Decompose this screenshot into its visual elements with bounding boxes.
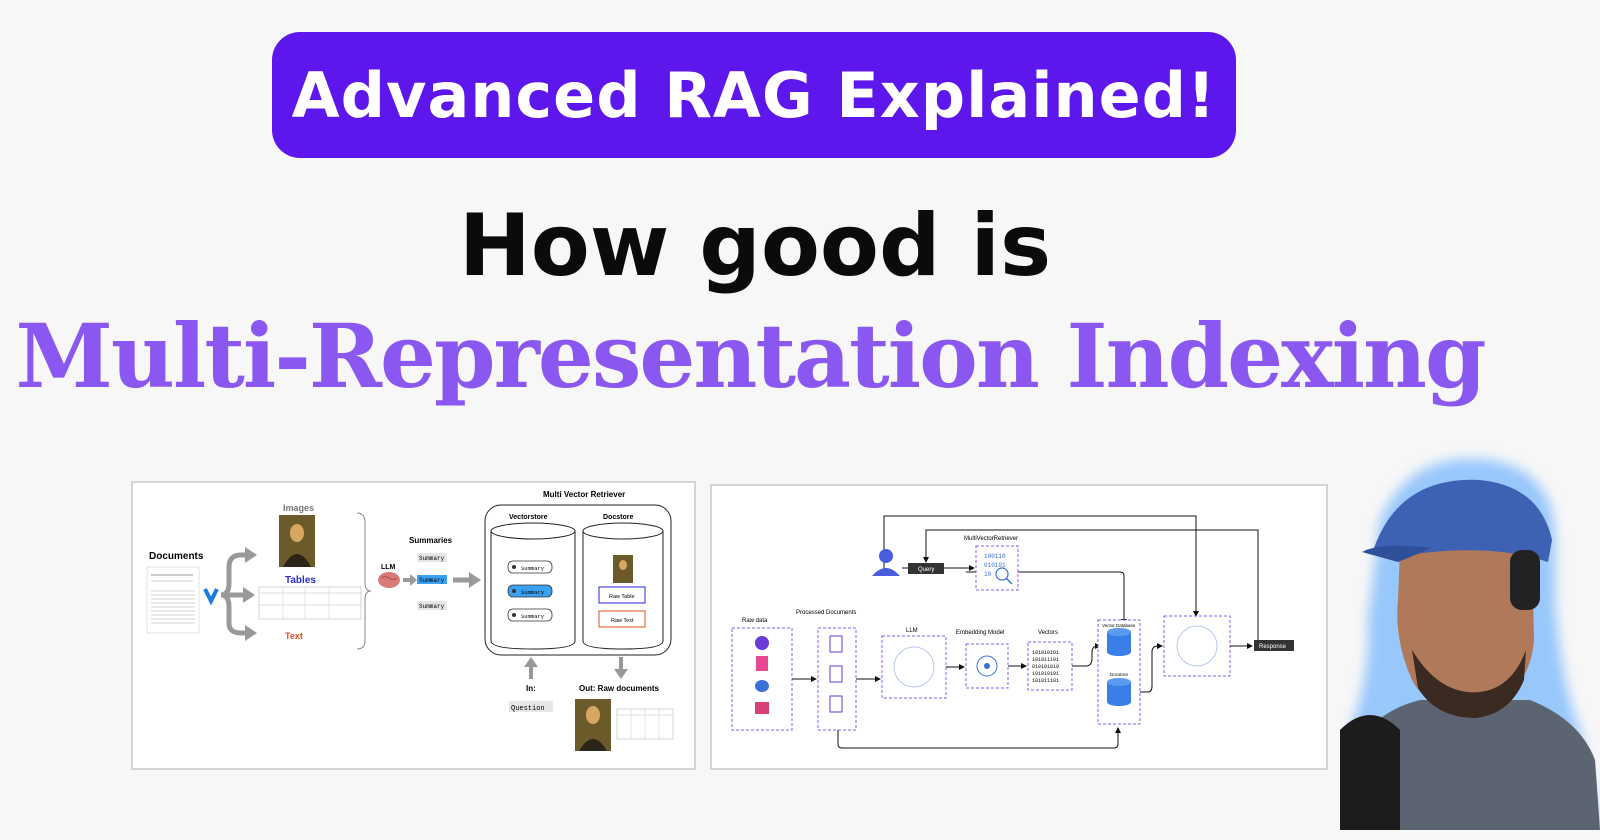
- database-icon: [755, 680, 769, 692]
- vector-database-icon: [1107, 628, 1131, 656]
- svg-text:101011101: 101011101: [1032, 657, 1059, 663]
- svg-text:Raw Table: Raw Table: [609, 594, 635, 600]
- llm-icon: [893, 646, 935, 688]
- right-diagram-canvas: Query MultiVectorRetriever 100110 010101…: [731, 515, 1294, 749]
- microphone: [1340, 715, 1400, 830]
- svg-text:101010101: 101010101: [1032, 671, 1059, 677]
- table-thumbnail: [258, 586, 362, 620]
- raw-table-box: [598, 586, 646, 604]
- raw-text-box: [598, 610, 646, 628]
- folder-icon: [755, 702, 769, 714]
- mona-lisa-image-icon: [279, 515, 315, 567]
- svg-text:101010101: 101010101: [1032, 650, 1059, 656]
- docstore-label: Docstore: [603, 514, 633, 521]
- multi-vector-retriever-diagram: Documents Images: [131, 481, 696, 770]
- processed-documents-label: Processed Documents: [796, 610, 856, 616]
- summaries-label: Summaries: [409, 536, 453, 545]
- question-tag: Question: [511, 705, 545, 713]
- banner-text: Advanced RAG Explained!: [291, 58, 1217, 132]
- network-icon: [976, 655, 998, 677]
- vector-summary-tags: Summary Summary Summary: [507, 560, 553, 622]
- doc-icon-2: [829, 665, 843, 683]
- doc-icon-1: [829, 635, 843, 653]
- document-icon: [756, 656, 768, 671]
- face: [1397, 508, 1534, 713]
- svg-text:010101010: 010101010: [1032, 664, 1059, 670]
- left-diagram-canvas: Documents Images: [146, 490, 674, 751]
- llm-label-right: LLM: [906, 628, 918, 634]
- raw-data-label: Raw data: [742, 618, 768, 624]
- svg-text:Summary: Summary: [521, 565, 545, 572]
- beard: [1412, 650, 1526, 718]
- doc-icon-3: [829, 695, 843, 713]
- headline-line2: Multi-Representation Indexing: [15, 304, 1486, 408]
- vectorstore-label: Vectorstore: [509, 514, 548, 521]
- docstore-cylinder: [582, 522, 664, 650]
- svg-text:Summary: Summary: [521, 613, 545, 620]
- summary-tag-1: Summary: [419, 555, 445, 562]
- documents-label: Documents: [149, 551, 204, 562]
- user-icon: [872, 549, 900, 576]
- branch-arrow-down: [220, 592, 247, 636]
- docstore-database-icon: [1107, 678, 1131, 706]
- llm-box: [881, 635, 947, 699]
- svg-text:101011101: 101011101: [1032, 678, 1059, 684]
- summary-tag-3: Summary: [419, 603, 445, 610]
- embedding-model-label: Embedding Model: [956, 630, 1004, 636]
- svg-text:010101: 010101: [984, 562, 1006, 569]
- cap-brim: [1362, 545, 1432, 562]
- document-page-icon: [146, 566, 200, 634]
- llm-label: LLM: [381, 564, 396, 571]
- summary-tag-2: Summary: [419, 577, 445, 584]
- query-label: Query: [918, 567, 934, 573]
- text-label: Text: [285, 631, 303, 641]
- presenter-photo: [1340, 458, 1600, 830]
- retriever-title: Multi Vector Retriever: [543, 490, 625, 499]
- title-banner: Advanced RAG Explained!: [272, 32, 1236, 158]
- unstructured-logo-icon: [203, 588, 219, 606]
- output-table-thumbnail: [616, 708, 674, 740]
- generator-icon: [1176, 625, 1218, 667]
- out-label: Out: Raw documents: [579, 684, 660, 693]
- response-label: Response: [1259, 644, 1287, 650]
- grouping-brace: [356, 512, 372, 650]
- response-box: [1254, 640, 1294, 651]
- vectors-label: Vectors: [1038, 630, 1058, 636]
- images-label: Images: [283, 503, 314, 513]
- query-box: [908, 563, 944, 574]
- headline-line1: How good is: [458, 196, 1052, 296]
- globe-icon: [755, 636, 769, 650]
- in-label: In:: [526, 684, 536, 693]
- cap: [1374, 479, 1552, 562]
- multivector-retriever-label: MultiVectorRetriever: [964, 536, 1018, 542]
- vector-database-label: Vector Database: [1102, 623, 1136, 628]
- svg-text:10: 10: [984, 571, 992, 578]
- svg-text:100110: 100110: [984, 553, 1006, 560]
- shirt: [1350, 700, 1600, 830]
- docstore-image-icon: [613, 555, 633, 583]
- output-image-icon: [575, 699, 611, 751]
- svg-text:Summary: Summary: [521, 589, 545, 596]
- brain-icon: [378, 572, 400, 588]
- tables-label: Tables: [285, 575, 316, 586]
- docstore-label-right: Docstore: [1110, 672, 1129, 677]
- headphones: [1510, 550, 1540, 610]
- answer-generator-box: [1163, 615, 1231, 677]
- search-icon: [995, 567, 1009, 581]
- svg-text:Raw Text: Raw Text: [611, 618, 634, 624]
- vectors-box: [1027, 641, 1073, 691]
- rag-pipeline-diagram: Query MultiVectorRetriever 100110 010101…: [710, 484, 1328, 770]
- multivector-retriever-box: [975, 545, 1019, 591]
